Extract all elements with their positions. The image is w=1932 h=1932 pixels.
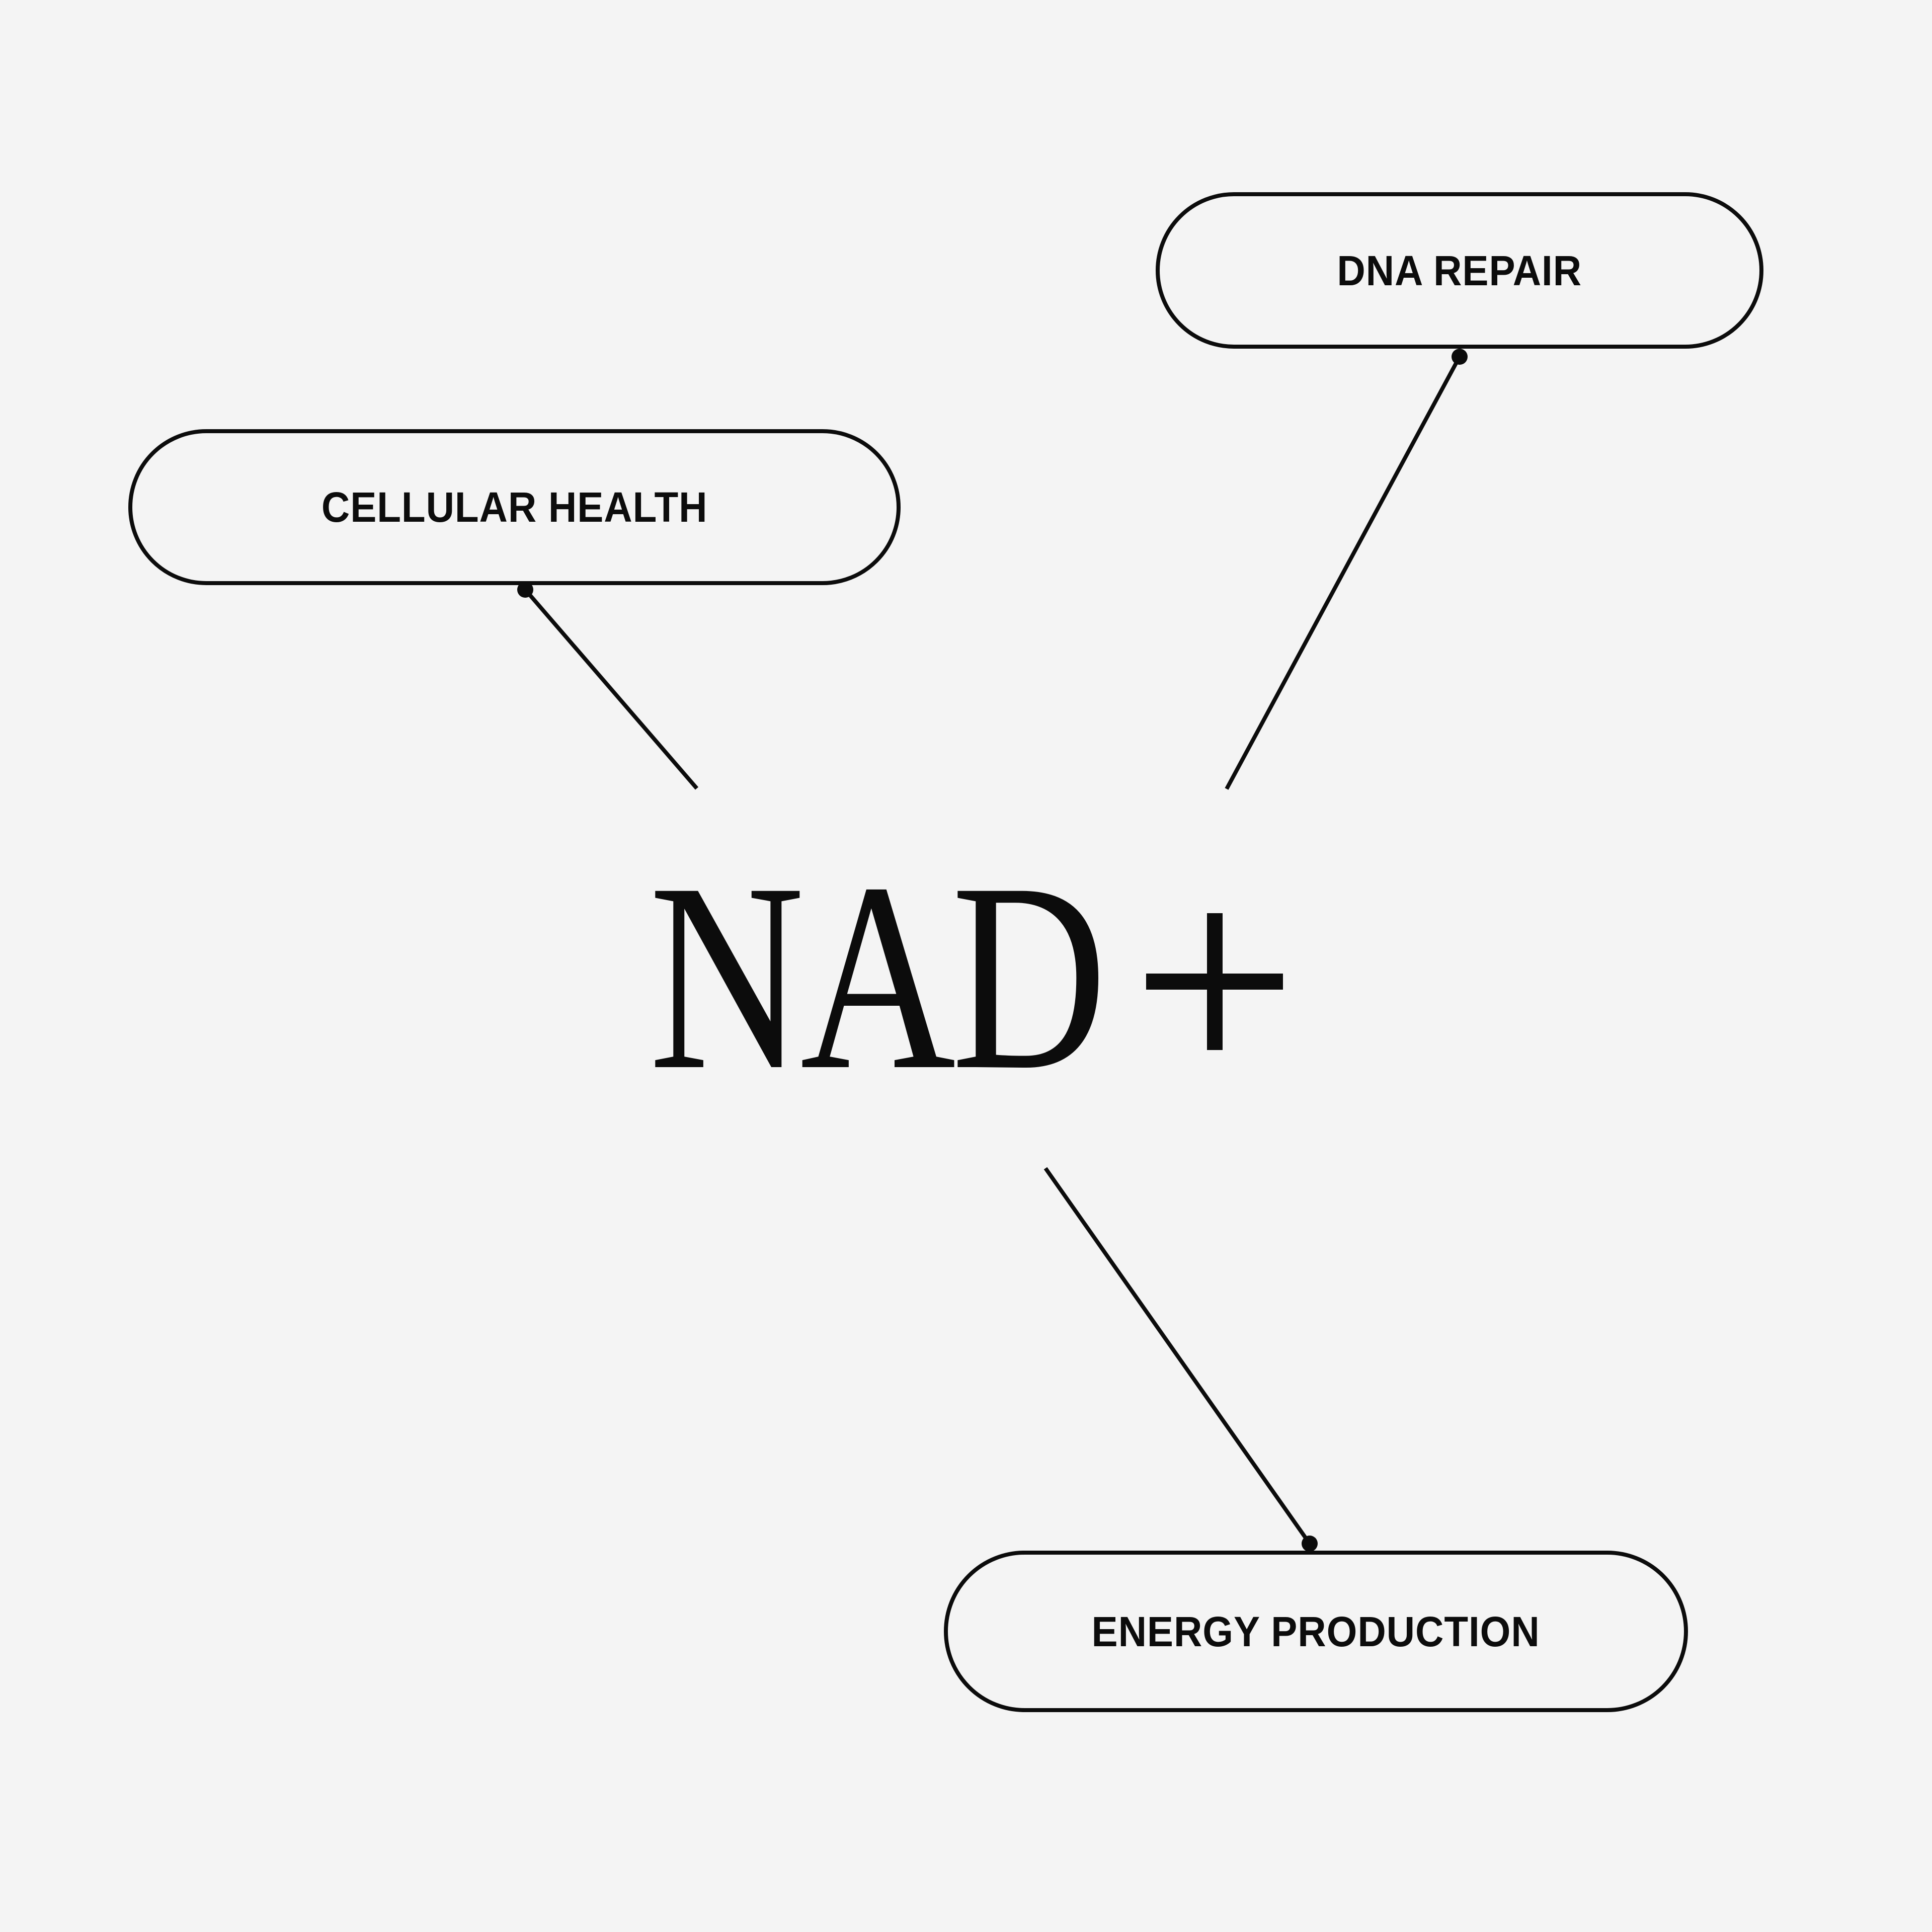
node-energy-production-label: ENERGY PRODUCTION	[1091, 1607, 1541, 1655]
node-dna-repair: DNA REPAIR	[1156, 192, 1763, 349]
connector-dna-repair	[1225, 356, 1462, 790]
connector-energy-production	[1043, 1167, 1312, 1545]
center-title: NAD	[649, 827, 1107, 1125]
node-cellular-health-label: CELLULAR HEALTH	[321, 484, 708, 531]
connector-dot-energy-production	[1302, 1536, 1318, 1552]
connector-cellular-health	[523, 588, 699, 790]
plus-icon-vertical-bar	[1207, 913, 1223, 1050]
plus-icon	[1146, 913, 1283, 1050]
node-dna-repair-label: DNA REPAIR	[1337, 247, 1582, 294]
node-cellular-health: CELLULAR HEALTH	[128, 429, 901, 585]
node-energy-production: ENERGY PRODUCTION	[944, 1551, 1688, 1712]
connector-dot-dna-repair	[1452, 349, 1468, 365]
connector-dot-cellular-health	[517, 582, 533, 598]
